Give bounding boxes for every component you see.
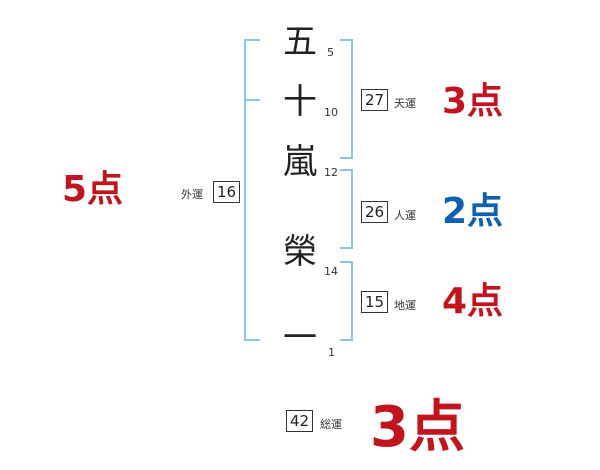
name-char-3: 嵐 — [283, 142, 317, 182]
chiun-value: 15 — [361, 291, 389, 313]
chiun-label: 地運 — [394, 299, 416, 312]
tenun-label: 天運 — [394, 97, 416, 110]
jinun-value: 26 — [361, 201, 389, 223]
souun-label: 総運 — [320, 418, 342, 431]
gaiun-score: 5点 — [62, 169, 124, 210]
name-char-4: 榮 — [283, 232, 317, 272]
tenun-score: 3点 — [442, 81, 504, 122]
stroke-count-3: 12 — [324, 166, 338, 179]
name-char-1: 五 — [283, 22, 317, 62]
souun-value: 42 — [286, 410, 314, 432]
stroke-count-2: 10 — [324, 106, 338, 119]
name-char-5: 一 — [283, 318, 317, 358]
tenun-value: 27 — [361, 89, 389, 111]
stroke-count-5: 1 — [328, 346, 335, 359]
chiun-score: 4点 — [442, 281, 504, 322]
gaiun-bracket — [244, 39, 260, 341]
jinun-label: 人運 — [394, 209, 416, 222]
gaiun-label: 外運 — [181, 188, 203, 201]
chiun-bracket — [340, 261, 353, 341]
name-char-2: 十 — [283, 82, 317, 122]
stroke-count-1: 5 — [327, 46, 334, 59]
jinun-score: 2点 — [442, 191, 504, 232]
jinun-bracket — [340, 169, 353, 249]
tenun-bracket — [340, 39, 353, 159]
stroke-count-4: 14 — [324, 265, 338, 278]
souun-score: 3点 — [370, 395, 465, 460]
gaiun-value: 16 — [213, 181, 241, 203]
